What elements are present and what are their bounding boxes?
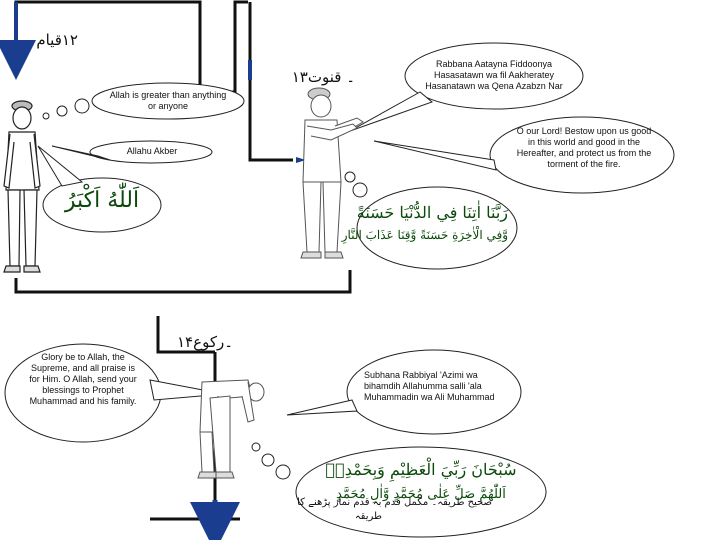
flow-to-ruku xyxy=(156,316,215,354)
arabic-bubble-ruku xyxy=(295,446,547,538)
speech-tail-qiyam xyxy=(51,145,111,161)
speech-tail-qunoot xyxy=(349,91,433,132)
standing-figure-qiyam xyxy=(3,100,41,273)
qiyam-speech-text: Allahu Akber xyxy=(126,146,178,156)
qunoot-dot-1 xyxy=(344,171,356,183)
footer-note-line2: طریقہ xyxy=(354,511,382,522)
ruku-dot-3 xyxy=(275,464,291,480)
arrow-down-head xyxy=(210,526,220,538)
speech-bubble-qiyam xyxy=(89,140,213,164)
step-title-qiyam: ۱۲قیام xyxy=(36,31,78,49)
thought-bubble-qiyam xyxy=(91,82,245,120)
thought-dot-small xyxy=(42,112,50,120)
speech-bubble-ruku xyxy=(346,349,522,435)
ruku-dot-1 xyxy=(251,442,261,452)
step-title-ruku: ۔رکوع۱۴ xyxy=(177,333,233,351)
arabic-bubble-qunoot xyxy=(356,186,518,270)
step-title-qunoot: ۔ قنوت۱۳ xyxy=(291,68,355,86)
standing-figure-qunoot xyxy=(300,87,364,259)
qiyam-thought-text: Allah is greater than anything or anyone xyxy=(109,90,227,111)
ruku-transliteration-text: Subhana Rabbiyal 'Azimi wa bihamdih Alla… xyxy=(364,370,495,402)
flow-to-qunoot xyxy=(248,2,293,162)
bowing-figure-ruku xyxy=(197,379,265,479)
translation-tail-qunoot xyxy=(373,140,497,171)
qunoot-arabic-line2: وَّفِي الْاٰخِرَةِ حَسَنَةً وَّقِنَا عَذ… xyxy=(341,228,508,242)
ruku-dot-2 xyxy=(261,453,275,467)
qunoot-arabic-line1: رَبَّنَا اٰتِنَا فِي الدُّنْيَا حَسَنَةً xyxy=(356,203,508,222)
ruku-translation-text: Glory be to Allah, the Supreme, and all … xyxy=(29,352,137,406)
qunoot-transliteration-text: Rabbana Aatayna Fiddoonya Hasasatawn wa … xyxy=(425,59,563,91)
thought-dot-large xyxy=(74,98,90,114)
qunoot-translation-text: O our Lord! Bestow upon us good in this … xyxy=(516,126,652,169)
flow-qiyam-bottom xyxy=(14,270,352,294)
qiyam-arabic-text: اَللّٰهُ اَكْبَرُ xyxy=(64,188,140,213)
footer-note-line1: صحیح طریقہ۔ مکمل قدم بہ قدم نماز پڑھنے ک… xyxy=(297,497,492,508)
arabic-bubble-qiyam xyxy=(42,177,162,233)
arabic-tail-qiyam xyxy=(37,145,84,187)
speech-bubble-qunoot xyxy=(404,42,584,110)
translation-bubble-qunoot xyxy=(489,116,675,194)
ruku-arabic-line2: اَللّٰهُمَّ صَلِّ عَلٰى مُحَمَّدٍ وَّاٰل… xyxy=(336,487,506,502)
qunoot-dot-2 xyxy=(352,182,368,198)
ruku-arabic-line1: سُبْحَانَ رَبِّيَ الْعَظِيْمِ وَبِحَمْدِ… xyxy=(325,460,517,479)
thought-dot-medium xyxy=(56,105,68,117)
arrow-right-qunoot xyxy=(296,157,306,163)
speech-tail-ruku xyxy=(286,399,358,416)
